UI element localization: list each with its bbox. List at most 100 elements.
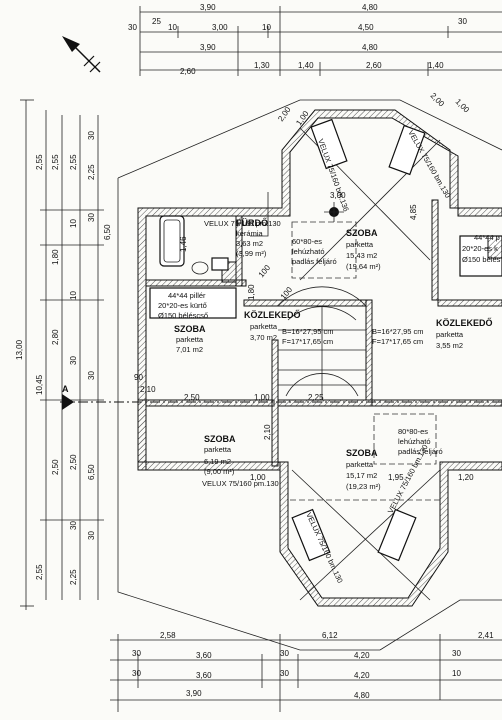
- dim-left-col2-2: 2,55: [35, 154, 44, 170]
- svg-text:3,63 m2: 3,63 m2: [236, 239, 263, 248]
- svg-text:80*80-es: 80*80-es: [398, 427, 428, 436]
- dim-bottom-row2-5: 30: [452, 649, 461, 658]
- svg-text:60*80-es: 60*80-es: [292, 237, 322, 246]
- bathroom-fixtures: [159, 215, 229, 275]
- svg-text:2,00: 2,00: [276, 105, 293, 123]
- room-kozlekedo-right: KÖZLEKEDŐ parketta 3,55 m2: [436, 317, 493, 350]
- svg-text:lehúzható: lehúzható: [398, 437, 431, 446]
- svg-text:44*44 pillér: 44*44 pillér: [168, 291, 206, 300]
- svg-text:Ø150 bélés: Ø150 bélés: [462, 255, 501, 264]
- dim-left-col5-4: 6,50: [103, 224, 112, 240]
- svg-text:1,00: 1,00: [254, 393, 270, 402]
- svg-text:(19,23 m²): (19,23 m²): [346, 482, 381, 491]
- dim-left-col3-2: 1,80: [51, 249, 60, 265]
- dim-bottom-row3-4: 4,20: [354, 671, 370, 680]
- svg-text:(9,00 m²): (9,00 m²): [204, 467, 235, 476]
- dim-left-col5-2: 2,25: [87, 164, 96, 180]
- dim-bottom-row2-4: 4,20: [354, 651, 370, 660]
- dim-left-col4-3: 10: [69, 291, 78, 300]
- svg-text:(19,64 m²): (19,64 m²): [346, 262, 381, 271]
- dim-left-col4-1: 2,55: [69, 154, 78, 170]
- dim-top-row4-4: 2,60: [366, 61, 382, 70]
- svg-text:parketta: parketta: [176, 335, 204, 344]
- svg-text:SZOBA: SZOBA: [204, 434, 236, 444]
- dim-left-col5-3: 30: [87, 213, 96, 222]
- center-cross-icon: [324, 202, 344, 222]
- room-kozlekedo-mid: KÖZLEKEDŐ parketta 3,70 m2: [244, 309, 301, 342]
- svg-text:90: 90: [134, 373, 143, 382]
- svg-text:KÖZLEKEDŐ: KÖZLEKEDŐ: [436, 317, 493, 328]
- dim-top-row4-5: 1,40: [428, 61, 444, 70]
- interior-dimensions: 3,00 4,85 1,46 1,80 2,10 2,50 1,00 2,25 …: [134, 191, 474, 482]
- dim-top-row2-7: 30: [458, 17, 467, 26]
- svg-text:2,10: 2,10: [140, 385, 156, 394]
- velux-label-furdo: VELUX 75/160 pm.130: [204, 219, 281, 228]
- svg-text:F=17*17,65 cm: F=17*17,65 cm: [282, 337, 333, 346]
- svg-text:B=16*27,95 cm: B=16*27,95 cm: [372, 327, 424, 336]
- svg-text:100: 100: [257, 263, 273, 279]
- svg-text:100: 100: [279, 285, 295, 301]
- dim-top-row2-3: 10: [168, 23, 177, 32]
- svg-text:3,70 m2: 3,70 m2: [250, 333, 277, 342]
- svg-text:7,01 m2: 7,01 m2: [176, 345, 203, 354]
- dim-top-row2-2: 25: [152, 17, 161, 26]
- velux-label-lower-left: VELUX 75/160 pm.130: [202, 479, 279, 488]
- dim-left-col5-1: 30: [87, 131, 96, 140]
- section-marker: A: [62, 384, 69, 394]
- svg-text:FÜRDŐ: FÜRDŐ: [236, 217, 268, 228]
- svg-text:2,50: 2,50: [184, 393, 200, 402]
- north-arrow-icon: [62, 36, 101, 73]
- svg-text:padlás feljáró: padlás feljáró: [292, 257, 337, 266]
- svg-text:1,80: 1,80: [247, 284, 256, 300]
- dim-top-row2-4: 3,00: [212, 23, 228, 32]
- room-furdo: FÜRDŐ kerámia 3,63 m2 (3,99 m²): [236, 217, 268, 258]
- dim-left-col4-2: 10: [69, 219, 78, 228]
- stair-note-1: B=16*27,95 cm F=17*17,65 cm: [282, 327, 334, 346]
- svg-text:3,00: 3,00: [330, 191, 346, 200]
- svg-text:1,00: 1,00: [454, 97, 472, 115]
- room-szoba-top: SZOBA parketta 15,43 m2 (19,64 m²): [346, 228, 381, 271]
- svg-text:parketta: parketta: [436, 330, 464, 339]
- room-szoba-bottom: SZOBA parketta 15,17 m2 (19,23 m²): [346, 448, 381, 491]
- velux-windows: [291, 118, 426, 562]
- chimney-note-1: 44*44 pillér 20*20-es kürtő Ø150 béléscs…: [158, 291, 208, 320]
- dim-left-col2-1: 10,45: [35, 374, 44, 395]
- svg-text:15,43 m2: 15,43 m2: [346, 251, 377, 260]
- svg-text:1,00: 1,00: [250, 473, 266, 482]
- svg-text:(3,99 m²): (3,99 m²): [236, 249, 267, 258]
- svg-text:20*20-es k: 20*20-es k: [462, 244, 498, 253]
- dim-left-col4-4: 30: [69, 356, 78, 365]
- dim-bottom-row3-2: 3,60: [196, 671, 212, 680]
- dim-top-row4-3: 1,40: [298, 61, 314, 70]
- dim-left-col4-6: 30: [69, 521, 78, 530]
- svg-text:padlás feljáró: padlás feljáró: [398, 447, 443, 456]
- dim-bottom-row2-3: 30: [280, 649, 289, 658]
- svg-text:B=16*27,95 cm: B=16*27,95 cm: [282, 327, 334, 336]
- dim-bottom-row2-2: 3,60: [196, 651, 212, 660]
- svg-text:SZOBA: SZOBA: [174, 324, 206, 334]
- dim-bottom-row3-3: 30: [280, 669, 289, 678]
- stair-note-2: B=16*27,95 cm F=17*17,65 cm: [372, 327, 424, 346]
- building-walls: [117, 99, 502, 651]
- dim-left-col2-3: 2,55: [35, 564, 44, 580]
- attic-hatch-outline-2: [373, 413, 437, 465]
- dim-top-row2-6: 4,50: [358, 23, 374, 32]
- svg-text:kerámia: kerámia: [236, 229, 264, 238]
- svg-text:2,00: 2,00: [429, 91, 447, 109]
- room-szoba-lower-left: SZOBA parketta 6,19 m2 (9,00 m²): [204, 434, 236, 476]
- room-szoba-left: SZOBA parketta 7,01 m2: [174, 324, 206, 354]
- dim-top-row3-2: 4,80: [362, 43, 378, 52]
- dim-left-col3-1: 2,55: [51, 154, 60, 170]
- top-dimension-chains: 3,90 4,80 30 25 10 3,00 10 4,50 30 3,90 …: [128, 3, 502, 76]
- svg-text:15,17 m2: 15,17 m2: [346, 471, 377, 480]
- svg-text:parketta: parketta: [204, 445, 232, 454]
- svg-text:1,46: 1,46: [179, 236, 188, 252]
- svg-text:1,20: 1,20: [458, 473, 474, 482]
- dim-left-col4-7: 2,25: [69, 569, 78, 585]
- svg-text:3,55 m2: 3,55 m2: [436, 341, 463, 350]
- attic-hatch-outline-1: [291, 221, 357, 279]
- svg-text:44*44 p: 44*44 p: [474, 233, 500, 242]
- dim-top-1: 3,90: [200, 3, 216, 12]
- dim-top-row4-1: 2,60: [180, 67, 196, 76]
